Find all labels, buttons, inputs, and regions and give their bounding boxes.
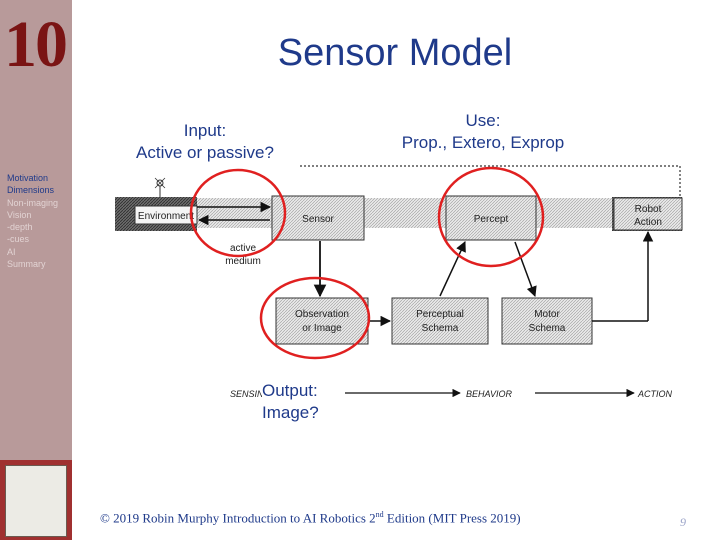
sensor-label: Sensor [302,214,334,225]
percept-to-motor-arrow [514,241,537,297]
behavior-label: BEHAVIOR [466,389,513,399]
footer-text-end: Edition (MIT Press 2019) [383,510,521,526]
observation-label-line1: Observation [295,309,349,320]
footer-text-main: © 2019 Robin Murphy Introduction to AI R… [100,510,376,526]
energy-source-icon [154,177,166,197]
book-cover-image [0,460,72,540]
motor-schema-label-line1: Motor [534,309,560,320]
chapter-number: 10 [4,8,68,81]
book-cover-page [5,465,67,537]
robot-action-label-line1: Robot [635,204,662,215]
input-callout: Input: Active or passive? [100,120,310,164]
percept-box [445,195,537,241]
use-callout: Use: Prop., Extero, Exprop [378,110,588,154]
active-medium-label-line1: active [230,243,257,254]
use-callout-line2: Prop., Extero, Exprop [401,133,565,152]
environment-box [134,205,198,225]
sidebar-item-depth[interactable]: -depth [7,222,33,233]
perceptual-schema-label-line2: Schema [422,323,459,334]
page-number: 9 [680,515,686,529]
sidebar-nav: Motivation Dimensions Non-imaging Vision… [7,172,58,270]
environment-band [115,198,675,228]
action-label: ACTION [637,389,673,399]
sidebar-item-ai[interactable]: AI [7,246,16,257]
output-callout-line1: Output: [262,381,318,400]
input-highlight-circle [189,168,287,258]
sensor-box [271,195,365,241]
robot-action-box [613,197,683,231]
input-callout-line2: Active or passive? [136,143,274,162]
output-callout: Output: Image? [262,380,342,424]
output-callout-line2: Image? [262,403,319,422]
slide-title: Sensor Model [277,32,513,74]
sidebar-item-summary[interactable]: Summary [7,259,46,270]
use-callout-line1: Use: [465,111,501,130]
use-highlight-circle [437,166,545,268]
motor-schema-box [501,297,593,345]
input-callout-line1: Input: [183,121,227,140]
percept-label: Percept [474,214,509,225]
sensing-label: SENSING [230,389,271,399]
sidebar-item-vision[interactable]: Vision [7,209,32,220]
observation-label-line2: or Image [302,323,342,334]
robot-action-label-line2: Action [634,217,662,228]
environment-label: Environment [138,211,194,222]
footer-copyright: © 2019 Robin Murphy Introduction to AI R… [100,510,521,526]
sidebar-item-motivation[interactable]: Motivation [7,173,49,183]
perceptual-to-percept-arrow [439,241,466,297]
sidebar-item-dimensions[interactable]: Dimensions [7,185,55,196]
active-medium-label-line2: medium [225,256,261,267]
feedback-loop-line [300,165,681,198]
perceptual-schema-label-line1: Perceptual [416,309,464,320]
sidebar-item-non-imaging[interactable]: Non-imaging [7,197,59,208]
output-highlight-circle [259,276,371,360]
sidebar: 10 Motivation Dimensions Non-imaging Vis… [0,0,72,540]
sidebar-item-cues[interactable]: -cues [7,234,30,245]
footer-superscript: nd [375,510,384,519]
motor-schema-label-line2: Schema [529,323,566,334]
perceptual-schema-box [391,297,489,345]
observation-box [275,297,369,345]
